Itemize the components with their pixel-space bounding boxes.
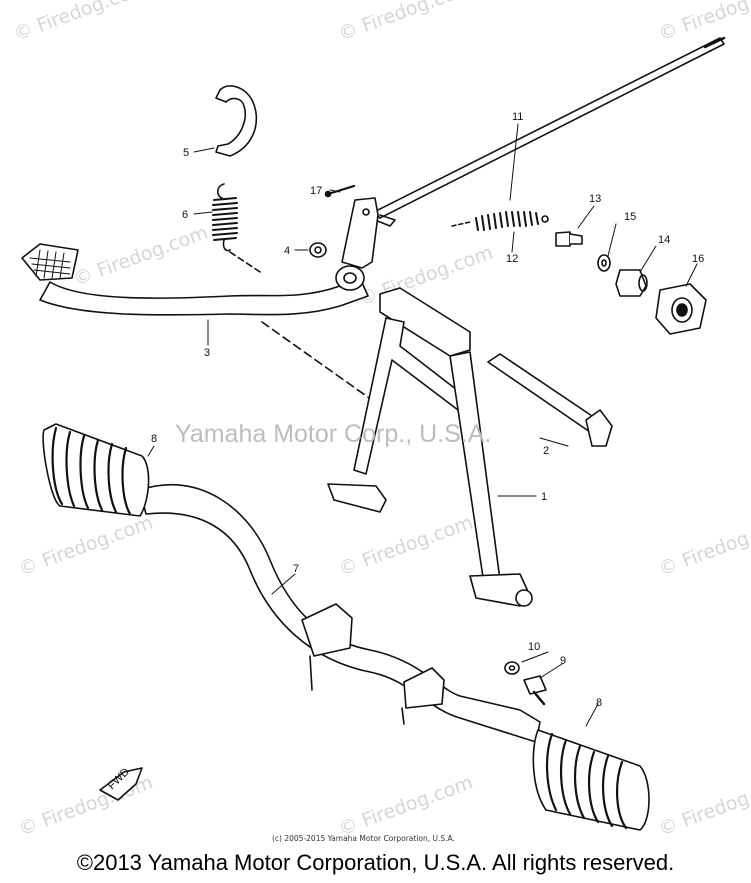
pin-part-17[interactable] [324,184,356,198]
bolt-part-9[interactable] [523,675,547,706]
washer-part-4[interactable] [309,242,327,258]
nut-part-14[interactable] [615,269,648,297]
callout-8-right: 8 [596,697,602,709]
small-copyright: (c) 2005-2015 Yamaha Motor Corporation, … [272,834,455,843]
callout-2: 2 [543,445,549,457]
callout-13: 13 [589,193,601,205]
callout-16: 16 [692,253,704,265]
footer-copyright: ©2013 Yamaha Motor Corporation, U.S.A. A… [76,850,675,875]
callout-leaders [147,123,698,727]
center-watermark: Yamaha Motor Corp., U.S.A. [175,420,492,448]
bumper-part-16[interactable] [655,283,707,335]
washer-part-10[interactable] [504,661,520,675]
callout-9: 9 [560,655,566,667]
bolt-part-13[interactable] [555,231,583,247]
callout-7: 7 [293,563,299,575]
callout-5: 5 [183,147,189,159]
callout-15: 15 [624,211,636,223]
callout-11: 11 [512,111,523,123]
callout-17: 17 [310,185,322,197]
fwd-arrow: FWD [99,766,143,801]
callout-3: 3 [204,347,210,359]
pivot-boss[interactable] [335,265,365,291]
callout-12: 12 [506,253,518,265]
brake-pedal-part-3[interactable] [21,243,373,401]
hook-part-5[interactable] [215,85,258,157]
brake-arm-bracket[interactable] [341,197,379,269]
spring-part-12[interactable] [451,211,549,231]
spring-part-6[interactable] [212,183,261,273]
callout-6: 6 [182,209,188,221]
center-stand-part-1[interactable] [327,287,533,607]
callout-4: 4 [284,245,290,257]
footrest-rubber-part-8-right[interactable] [532,729,650,831]
stand-shaft-part-2[interactable] [487,353,613,447]
footrest-bar-part-7[interactable] [139,484,541,743]
callout-8-left: 8 [151,433,157,445]
callout-1: 1 [541,491,547,503]
washer-part-15[interactable] [597,254,611,272]
callout-10: 10 [528,641,540,653]
footrest-rubber-part-8-left[interactable] [42,423,150,517]
callout-14: 14 [658,234,670,246]
rod-part-11[interactable] [373,36,726,227]
